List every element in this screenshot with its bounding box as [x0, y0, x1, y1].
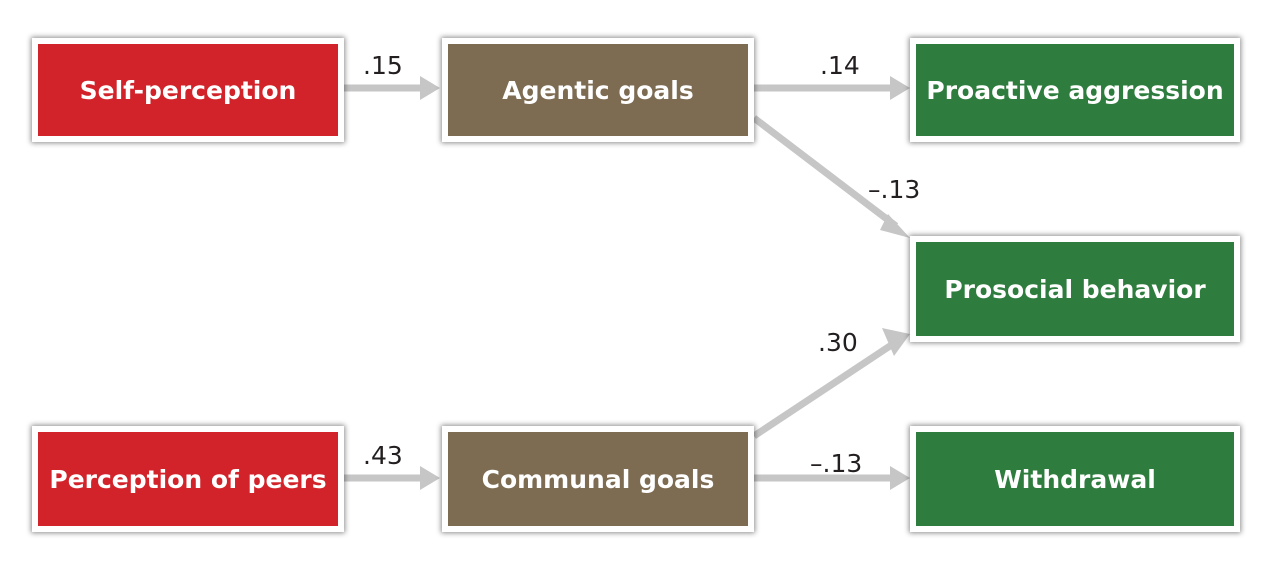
arrowhead-icon	[882, 328, 910, 356]
node-label: Withdrawal	[994, 464, 1156, 494]
coefficient-communal-to-prosocial: .30	[818, 328, 858, 357]
node-proactive-aggression: Proactive aggression	[910, 38, 1240, 142]
node-label: Communal goals	[481, 464, 715, 494]
coefficient-agentic-to-proactive: .14	[820, 51, 860, 80]
node-perception-of-peers: Perception of peers	[32, 426, 344, 532]
node-label: Perception of peers	[49, 464, 327, 494]
node-self-perception: Self-perception	[32, 38, 344, 142]
coefficient-communal-to-withdrawal: –.13	[810, 449, 863, 478]
node-agentic-goals: Agentic goals	[442, 38, 754, 142]
coefficient-agentic-to-prosocial: –.13	[868, 175, 921, 204]
node-label: Agentic goals	[502, 75, 694, 105]
arrowhead-icon	[890, 76, 910, 100]
node-label: Self-perception	[79, 75, 297, 105]
coefficient-self-to-agentic: .15	[363, 51, 403, 80]
node-communal-goals: Communal goals	[442, 426, 754, 532]
coefficient-peers-to-communal: .43	[363, 441, 403, 470]
arrowhead-icon	[880, 214, 910, 238]
arrow-communal-to-prosocial	[752, 339, 898, 439]
node-label: Prosocial behavior	[944, 274, 1206, 304]
node-label: Proactive aggression	[926, 75, 1224, 105]
node-prosocial-behavior: Prosocial behavior	[910, 236, 1240, 342]
node-withdrawal: Withdrawal	[910, 426, 1240, 532]
arrow-agentic-to-prosocial	[751, 115, 899, 229]
arrowhead-icon	[420, 76, 440, 100]
arrowhead-icon	[890, 466, 910, 490]
arrowhead-icon	[420, 466, 440, 490]
